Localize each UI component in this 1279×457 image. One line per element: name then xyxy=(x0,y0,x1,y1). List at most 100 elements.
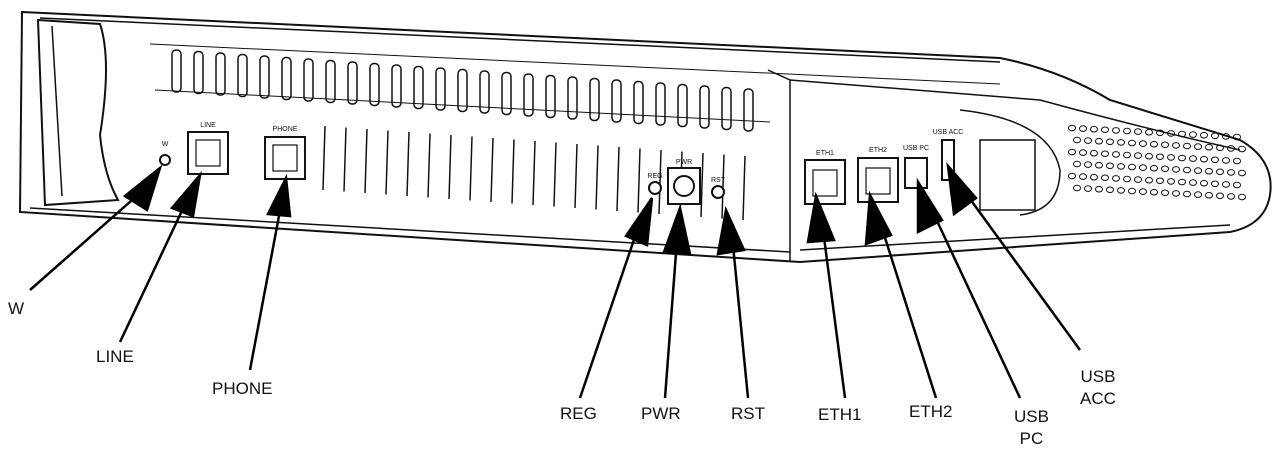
perforation-hole xyxy=(1200,131,1208,139)
upper-vent-slot xyxy=(677,83,688,128)
perforation-hole xyxy=(1189,179,1197,186)
rst-marking: RST xyxy=(711,177,726,184)
housing-outline xyxy=(18,10,1272,264)
perforation-hole xyxy=(1178,154,1186,162)
usb-acc-arrowhead xyxy=(946,162,978,217)
upper-vent-slot xyxy=(699,85,710,129)
upper-vent-slot xyxy=(501,71,512,116)
callout-pwr: PWR xyxy=(641,403,681,425)
perforation-hole xyxy=(1189,131,1197,138)
perforation-hole xyxy=(1183,166,1191,174)
perforation-hole xyxy=(1073,184,1081,192)
perforation-hole xyxy=(1068,124,1076,132)
upper-vent-slot xyxy=(633,80,644,125)
reg-arrowhead xyxy=(624,197,654,247)
eth2-arrowhead xyxy=(864,190,893,246)
line-arrow-shaft xyxy=(118,197,190,343)
line-arrowhead xyxy=(169,170,203,218)
usb-pc-arrow-shaft xyxy=(928,205,1022,399)
top-rail xyxy=(39,17,1001,63)
upper-vent-slot xyxy=(281,56,292,101)
callout-eth1-text: ETH1 xyxy=(818,405,862,424)
perforation-hole xyxy=(1073,136,1081,144)
perforation-hole xyxy=(1172,142,1180,149)
perforation-hole xyxy=(1079,125,1087,132)
lower-vent-slot xyxy=(553,142,557,207)
eth2-arrow-shaft xyxy=(878,221,938,399)
lower-vent-slot xyxy=(385,130,389,195)
side-bay xyxy=(979,139,1036,211)
phone-arrowhead xyxy=(266,173,292,218)
perforation-hole xyxy=(1068,172,1076,180)
perforation-hole xyxy=(1216,144,1224,152)
perforation-hole xyxy=(1117,139,1125,146)
right-shell-top xyxy=(789,79,1241,151)
w-button xyxy=(159,154,171,166)
eth2-port-jack xyxy=(865,167,891,195)
perforation-hole xyxy=(1128,187,1136,195)
lower-vent-slot xyxy=(700,152,704,218)
perforation-hole xyxy=(1117,163,1125,170)
perforation-hole xyxy=(1079,173,1087,180)
usb-acc-arrow-shaft xyxy=(960,187,1082,351)
line-port xyxy=(187,131,229,175)
perforation-hole xyxy=(1112,127,1120,134)
perforation-hole xyxy=(1106,186,1114,194)
upper-vent-slot xyxy=(347,61,358,105)
perforation-hole xyxy=(1117,187,1125,194)
pwr-jack xyxy=(673,175,695,197)
callout-w: W xyxy=(8,298,24,320)
callout-eth2: ETH2 xyxy=(909,401,952,423)
perforation-hole xyxy=(1079,149,1087,156)
pwr-arrowhead xyxy=(662,203,692,256)
perforation-hole xyxy=(1238,193,1246,201)
perforation-hole xyxy=(1134,176,1142,183)
perforation-hole xyxy=(1167,178,1175,185)
perforation-hole xyxy=(1084,185,1092,192)
perforation-hole xyxy=(1134,128,1142,135)
upper-vent-slot xyxy=(655,82,666,126)
perforation-hole xyxy=(1227,169,1235,176)
right-recess xyxy=(959,109,1061,216)
perforation-hole xyxy=(1106,138,1114,146)
callout-usb-pc-line2: PC xyxy=(1019,429,1044,448)
perforation-hole xyxy=(1128,163,1136,171)
eth1-port-jack xyxy=(812,169,838,197)
perforation-hole xyxy=(1211,180,1219,188)
reg-led xyxy=(648,181,662,195)
upper-vent-slot xyxy=(611,79,622,123)
perforation-hole xyxy=(1161,189,1169,197)
callout-line: LINE xyxy=(96,346,134,368)
perforation-hole xyxy=(1095,185,1103,193)
perforation-hole xyxy=(1167,154,1175,161)
callout-line-text: LINE xyxy=(96,347,134,366)
lower-vent-slot xyxy=(364,128,368,194)
perforation-hole xyxy=(1090,173,1098,181)
callout-phone: PHONE xyxy=(212,378,272,400)
callout-reg: REG xyxy=(560,403,597,425)
upper-vent-slot xyxy=(435,67,446,111)
lower-vent-slot xyxy=(637,148,641,213)
perforation-hole xyxy=(1123,151,1131,159)
upper-vent-slot xyxy=(369,62,380,107)
upper-vent-slot xyxy=(523,73,534,117)
upper-vent-slot xyxy=(237,53,248,98)
callout-usb-pc-line1: USB xyxy=(1014,407,1049,426)
reg-marking: REG xyxy=(647,173,662,180)
eth1-arrowhead xyxy=(806,191,836,244)
lower-vent-slot xyxy=(406,131,410,197)
lower-vent-slot xyxy=(343,127,347,192)
perforation-hole xyxy=(1101,150,1109,158)
perforation-hole xyxy=(1205,167,1213,175)
perforation-hole xyxy=(1101,174,1109,182)
lower-vent-slot xyxy=(616,146,620,212)
lower-vent-slot xyxy=(658,149,662,215)
upper-vent-slot xyxy=(391,64,402,108)
upper-vent-slot xyxy=(567,76,578,120)
perforation-hole xyxy=(1145,152,1153,160)
perforation-hole xyxy=(1123,127,1131,135)
right-shell-bottom xyxy=(799,224,1231,251)
end-cap-detail xyxy=(51,25,63,197)
perforation-hole xyxy=(1073,160,1081,168)
perforation-hole xyxy=(1189,155,1197,162)
